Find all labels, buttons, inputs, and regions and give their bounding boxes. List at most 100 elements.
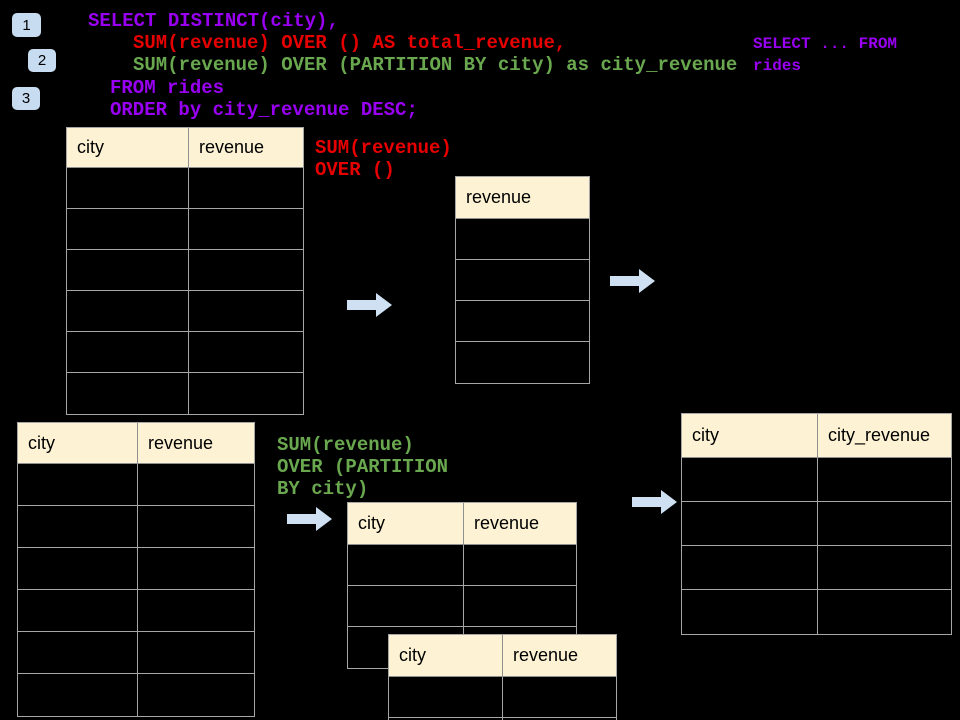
table-empty-cell bbox=[389, 677, 502, 717]
table-empty-cell bbox=[502, 718, 616, 720]
table-empty-cell bbox=[682, 502, 817, 545]
sql-line-total-revenue: SUM(revenue) OVER () AS total_revenue, bbox=[133, 32, 567, 54]
table-empty-cell bbox=[188, 291, 303, 331]
table-body bbox=[389, 677, 616, 720]
table-empty-cell bbox=[463, 545, 576, 585]
table-empty-row bbox=[456, 301, 589, 342]
right-arrow-icon bbox=[287, 507, 332, 531]
table-empty-cell bbox=[137, 548, 254, 589]
column-header-revenue: revenue bbox=[137, 423, 254, 463]
table-empty-cell bbox=[67, 291, 188, 331]
table-empty-cell bbox=[188, 332, 303, 372]
table-empty-row bbox=[456, 342, 589, 383]
table-empty-cell bbox=[682, 458, 817, 501]
step-badge-2: 2 bbox=[28, 49, 56, 72]
column-header-revenue: revenue bbox=[188, 128, 303, 167]
sql-line-order-by: ORDER by city_revenue DESC; bbox=[110, 99, 418, 121]
side-note-select-from: SELECT ... FROM bbox=[753, 35, 898, 53]
column-header-revenue: revenue bbox=[463, 503, 576, 544]
right-arrow-icon bbox=[610, 269, 655, 293]
table-empty-cell bbox=[67, 209, 188, 249]
table-header-row: revenue bbox=[456, 177, 589, 219]
column-header-revenue: revenue bbox=[466, 187, 532, 207]
table-empty-cell bbox=[817, 590, 951, 634]
table-empty-row bbox=[67, 291, 303, 332]
column-header-revenue: revenue bbox=[502, 635, 616, 676]
table-empty-cell bbox=[188, 373, 303, 414]
table-empty-cell bbox=[817, 458, 951, 501]
table-empty-cell bbox=[188, 250, 303, 290]
table-empty-cell bbox=[137, 506, 254, 547]
table-source-rides-top: city revenue bbox=[66, 127, 304, 415]
table-empty-cell bbox=[18, 548, 137, 589]
right-arrow-shape bbox=[632, 490, 677, 514]
table-empty-row bbox=[348, 586, 576, 627]
table-header-row: city revenue bbox=[348, 503, 576, 545]
table-empty-cell bbox=[18, 674, 137, 716]
table-empty-cell bbox=[456, 219, 589, 259]
right-arrow-icon bbox=[632, 490, 677, 514]
table-total-revenue-result: revenue bbox=[455, 176, 590, 384]
table-empty-cell bbox=[137, 632, 254, 673]
annotation-total-window-line2: OVER () bbox=[315, 159, 395, 181]
table-empty-cell bbox=[137, 674, 254, 716]
step-badge-1: 1 bbox=[12, 13, 41, 37]
table-empty-cell bbox=[463, 586, 576, 626]
table-empty-row bbox=[682, 590, 951, 634]
table-empty-row bbox=[682, 458, 951, 502]
table-empty-row bbox=[18, 506, 254, 548]
right-arrow-shape bbox=[347, 293, 392, 317]
column-header-city: city bbox=[358, 513, 385, 533]
table-body bbox=[67, 168, 303, 414]
table-empty-row bbox=[389, 677, 616, 718]
table-empty-cell bbox=[188, 209, 303, 249]
step-badge-3: 3 bbox=[12, 87, 40, 110]
table-empty-cell bbox=[348, 545, 463, 585]
table-empty-cell bbox=[18, 590, 137, 631]
table-empty-row bbox=[389, 718, 616, 720]
column-header-city: city bbox=[399, 645, 426, 665]
table-header-row: city city_revenue bbox=[682, 414, 951, 458]
sql-line-select-distinct: SELECT DISTINCT(city), bbox=[88, 10, 339, 32]
table-empty-cell bbox=[456, 260, 589, 300]
table-empty-row bbox=[18, 632, 254, 674]
sql-line-from: FROM rides bbox=[110, 77, 225, 99]
table-empty-cell bbox=[817, 546, 951, 589]
table-empty-cell bbox=[682, 546, 817, 589]
table-empty-cell bbox=[456, 301, 589, 341]
table-empty-row bbox=[67, 332, 303, 373]
side-note-rides: rides bbox=[753, 57, 802, 75]
column-header-city: city bbox=[692, 425, 719, 445]
table-empty-row bbox=[456, 260, 589, 301]
table-empty-cell bbox=[456, 342, 589, 383]
table-empty-cell bbox=[682, 590, 817, 634]
table-body bbox=[682, 458, 951, 634]
table-empty-cell bbox=[67, 250, 188, 290]
table-empty-row bbox=[682, 546, 951, 590]
table-empty-cell bbox=[348, 586, 463, 626]
table-empty-row bbox=[18, 548, 254, 590]
table-empty-row bbox=[18, 464, 254, 506]
table-header-row: city revenue bbox=[18, 423, 254, 464]
table-city-revenue-result: city city_revenue bbox=[681, 413, 952, 635]
right-arrow-icon bbox=[347, 293, 392, 317]
table-empty-cell bbox=[67, 373, 188, 414]
table-body bbox=[18, 464, 254, 716]
right-arrow-shape bbox=[610, 269, 655, 293]
table-empty-row bbox=[67, 168, 303, 209]
column-header-city: city bbox=[28, 432, 55, 453]
table-body bbox=[456, 219, 589, 383]
column-header-city: city bbox=[77, 137, 104, 157]
table-empty-row bbox=[67, 373, 303, 414]
table-empty-cell bbox=[137, 590, 254, 631]
table-empty-row bbox=[67, 250, 303, 291]
sql-line-city-revenue: SUM(revenue) OVER (PARTITION BY city) as… bbox=[133, 54, 738, 76]
table-empty-cell bbox=[67, 168, 188, 208]
annotation-partition-window-line2: OVER (PARTITION bbox=[277, 456, 449, 478]
table-header-row: city revenue bbox=[67, 128, 303, 168]
annotation-total-window-line1: SUM(revenue) bbox=[315, 137, 452, 159]
table-empty-row bbox=[18, 674, 254, 716]
annotation-partition-window-line3: BY city) bbox=[277, 478, 369, 500]
table-empty-cell bbox=[188, 168, 303, 208]
